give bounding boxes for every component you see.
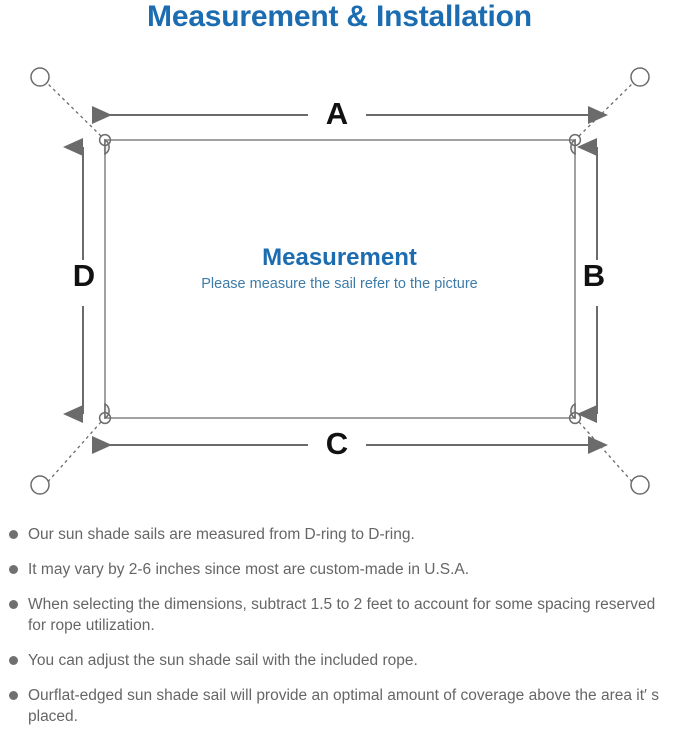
dimension-label-c: C: [325, 426, 349, 461]
anchor-point-bottom-right: [630, 475, 650, 495]
bullet-icon: [9, 600, 18, 609]
list-item-text: Ourflat-edged sun shade sail will provid…: [28, 687, 660, 725]
diagram-canvas: [30, 67, 650, 495]
anchor-point-top-left: [30, 67, 50, 87]
dimension-label-a: A: [325, 96, 349, 131]
dimension-label-b: B: [582, 258, 606, 293]
anchor-point-top-right: [630, 67, 650, 87]
d-ring-icon-bottom-left: [98, 402, 112, 425]
list-item-text: You can adjust the sun shade sail with t…: [28, 652, 418, 669]
rope-top-left: [44, 80, 102, 137]
diagram-center-title: Measurement: [262, 244, 417, 271]
bullet-icon: [9, 565, 18, 574]
rope-bottom-right: [578, 421, 636, 486]
d-ring-icon-bottom-right: [568, 402, 582, 425]
list-item-text: When selecting the dimensions, subtract …: [28, 596, 656, 634]
list-item: It may vary by 2-6 inches since most are…: [0, 559, 679, 580]
sun-shade-sail-diagram: Measurement Please measure the sail refe…: [0, 48, 679, 518]
diagram-center-subtitle: Please measure the sail refer to the pic…: [201, 276, 478, 292]
dimension-label-d: D: [72, 258, 96, 293]
bullet-icon: [9, 656, 18, 665]
bullet-icon: [9, 530, 18, 539]
list-item: When selecting the dimensions, subtract …: [0, 594, 679, 636]
rope-top-right: [578, 80, 636, 137]
list-item: Our sun shade sails are measured from D-…: [0, 524, 679, 545]
notes-list: Our sun shade sails are measured from D-…: [0, 524, 679, 741]
list-item: You can adjust the sun shade sail with t…: [0, 650, 679, 671]
list-item-text: It may vary by 2-6 inches since most are…: [28, 561, 470, 578]
d-ring-icon-top-right: [568, 133, 582, 156]
list-item-text: Our sun shade sails are measured from D-…: [28, 526, 415, 543]
sail-body: [104, 139, 576, 419]
d-ring-icon-top-left: [98, 133, 112, 156]
page-title: Measurement & Installation: [147, 0, 532, 33]
rope-bottom-left: [44, 421, 102, 486]
list-item: Ourflat-edged sun shade sail will provid…: [0, 685, 679, 727]
bullet-icon: [9, 691, 18, 700]
anchor-point-bottom-left: [30, 475, 50, 495]
